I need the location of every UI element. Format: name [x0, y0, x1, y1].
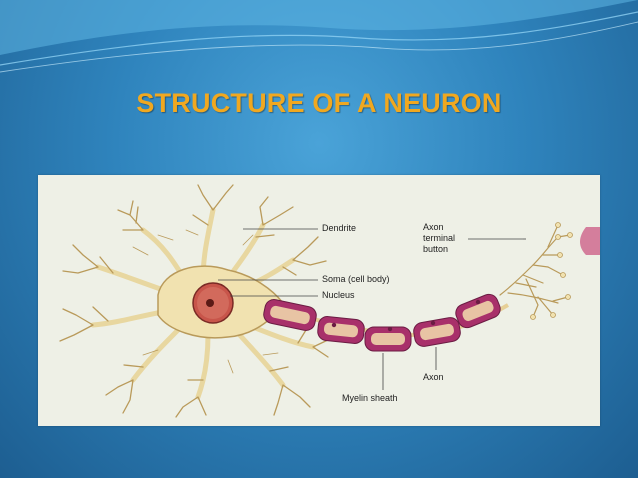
label-soma: Soma (cell body)	[322, 274, 390, 284]
terminal-buttons	[530, 222, 573, 320]
wave-decoration	[0, 0, 638, 73]
label-axon-terminal-3: button	[423, 244, 449, 254]
label-myelin-sheath: Myelin sheath	[342, 393, 398, 403]
label-dendrite: Dendrite	[322, 223, 357, 233]
label-axon-terminal-1: Axon	[423, 222, 444, 232]
label-nucleus: Nucleus	[322, 290, 355, 300]
label-axon: Axon	[423, 372, 444, 382]
axon-terminal	[499, 224, 571, 318]
target-cell	[580, 227, 600, 255]
neuron-illustration	[59, 184, 600, 418]
label-axon-terminal-2: terminal	[423, 233, 456, 243]
slide-title: STRUCTURE OF A NEURON	[136, 88, 502, 118]
axon	[263, 293, 510, 352]
neuron-diagram: Dendrite Soma (cell body) Nucleus Axon t…	[38, 175, 600, 426]
leader-lines	[218, 228, 526, 390]
